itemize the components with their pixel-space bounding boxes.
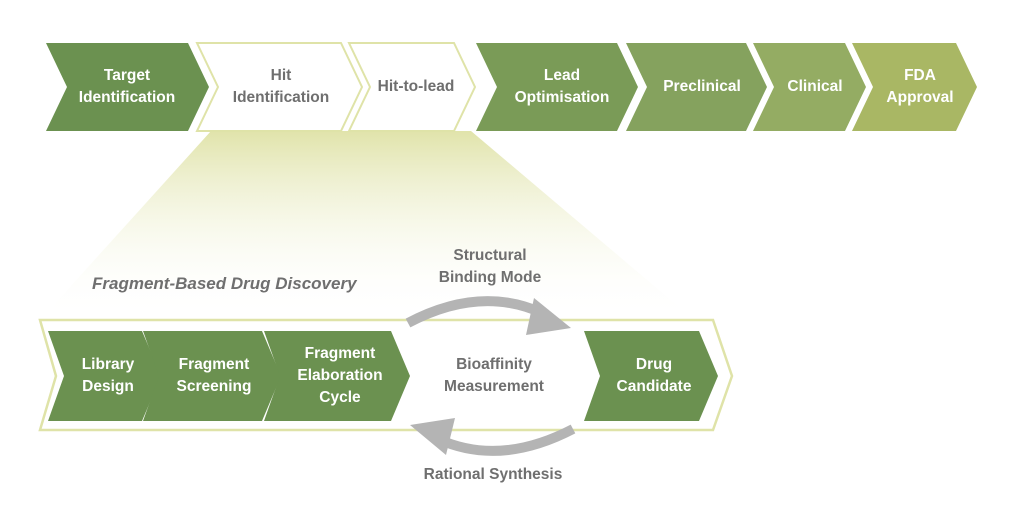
stage-shape (753, 43, 866, 131)
fbdd-steps (48, 331, 718, 421)
zoom-funnel (42, 131, 692, 318)
cycle-arrowhead-bottom (410, 418, 455, 455)
stage-shape (852, 43, 977, 131)
stage-shape (476, 43, 638, 131)
stage-label-preclinical: Preclinical (663, 78, 741, 95)
cycle-arrowhead-top (526, 298, 571, 335)
stage-shape (626, 43, 767, 131)
drug-candidate-shape (584, 331, 718, 421)
fbdd-title: Fragment-Based Drug Discovery (92, 274, 357, 293)
stage-label-hit-identification: Hit Identification (232, 67, 330, 106)
structural-binding-mode-label: Structural Binding Mode (438, 247, 542, 286)
cycle-arrow-bottom (435, 424, 576, 456)
stage-label-lead-optimisation: Lead Optimisation (514, 67, 610, 106)
rational-synthesis-label: Rational Synthesis (423, 466, 563, 483)
stage-label-clinical: Clinical (787, 78, 843, 95)
step-label-library-design: Library Design (81, 356, 135, 395)
step-label-fragment-screening: Fragment Screening (176, 356, 252, 395)
pipeline-row (46, 42, 977, 132)
drug-candidate-label: Drug Candidate (616, 356, 692, 395)
stage-shape (347, 42, 477, 132)
step-label-fragment-elaboration-cycle: Fragment Elaboration Cycle (297, 345, 383, 406)
fbdd-step-shape (48, 331, 161, 421)
stage-label-hit-to-lead: Hit-to-lead (377, 78, 455, 95)
stage-shape (195, 42, 364, 132)
cycle-arrow-top (405, 296, 545, 328)
stage-label-fda-approval: FDA Approval (886, 67, 954, 106)
fbdd-step-shape (264, 331, 410, 421)
stage-shape (46, 43, 209, 131)
fbdd-step-shape (143, 331, 281, 421)
stage-label-target-identification: Target Identification (78, 67, 176, 106)
bioaffinity-measurement-label: Bioaffinity Measurement (444, 356, 544, 395)
